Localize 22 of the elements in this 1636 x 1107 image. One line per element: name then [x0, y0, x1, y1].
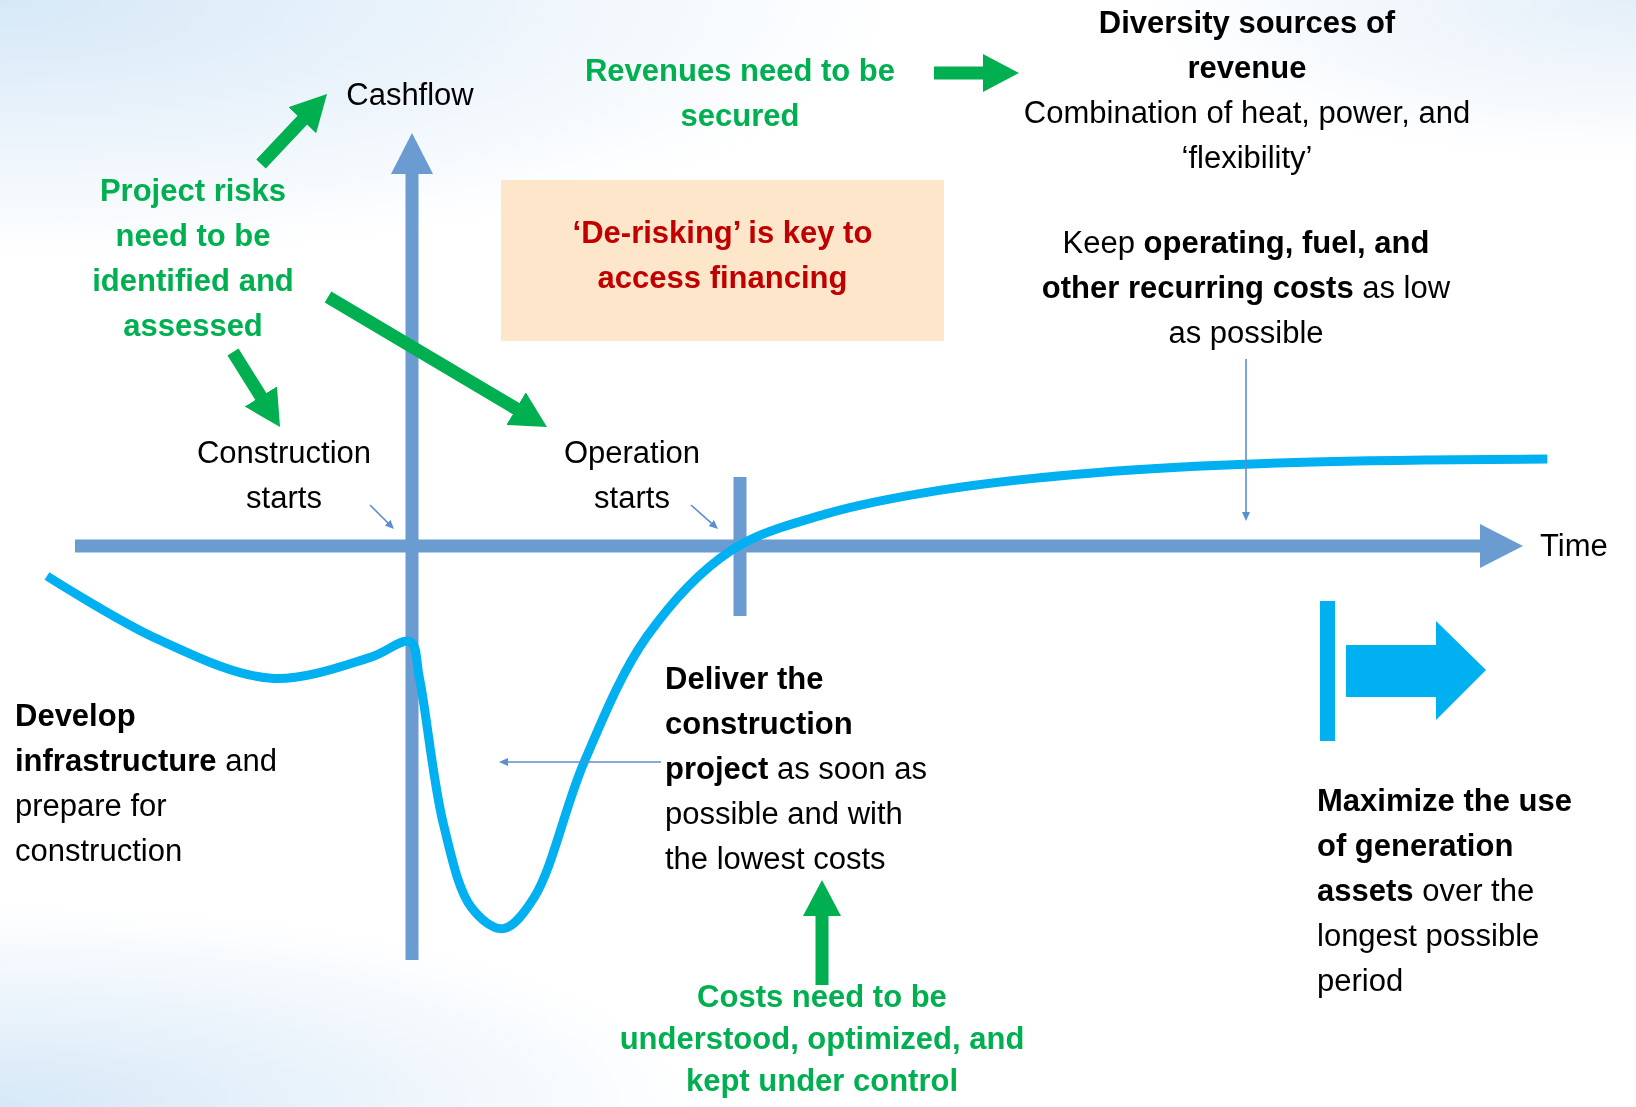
- callout-text: ‘De-risking’ is key to access financing: [571, 214, 874, 297]
- text-label: Maximize the use of generation assets over the longest possible period: [1317, 782, 1573, 1000]
- arrow: [369, 504, 395, 530]
- callout-box: [501, 180, 944, 341]
- note-text: Diversity sources of revenue: [1097, 4, 1397, 87]
- arrow: [934, 54, 1019, 92]
- axis-label: Time: [1540, 527, 1608, 565]
- text-label: Construction starts: [196, 434, 372, 517]
- text-label: Keep operating, fuel, and other recurring costs as low as possible: [1040, 224, 1452, 352]
- time-axis: [75, 524, 1523, 568]
- text-label: Cashflow: [345, 76, 475, 114]
- note-text: Project risks need to be identified and assessed: [91, 172, 295, 345]
- note-text: Combination of heat, power, and ‘flexibility’: [1022, 94, 1472, 177]
- text-label: Develop infrastructure and prepare for construction: [15, 697, 278, 870]
- text-label: Deliver the construction project as soon as possible and with the lowest costs: [665, 660, 928, 878]
- note-text: Costs need to be understood, optimized, and kept under control: [618, 978, 1026, 1100]
- arrow: [498, 758, 662, 766]
- text-label: Operation starts: [562, 434, 702, 517]
- arrow: [690, 504, 719, 530]
- arrow: [803, 880, 841, 985]
- arrow: [1242, 358, 1250, 522]
- note-text: Revenues need to be secured: [583, 52, 897, 135]
